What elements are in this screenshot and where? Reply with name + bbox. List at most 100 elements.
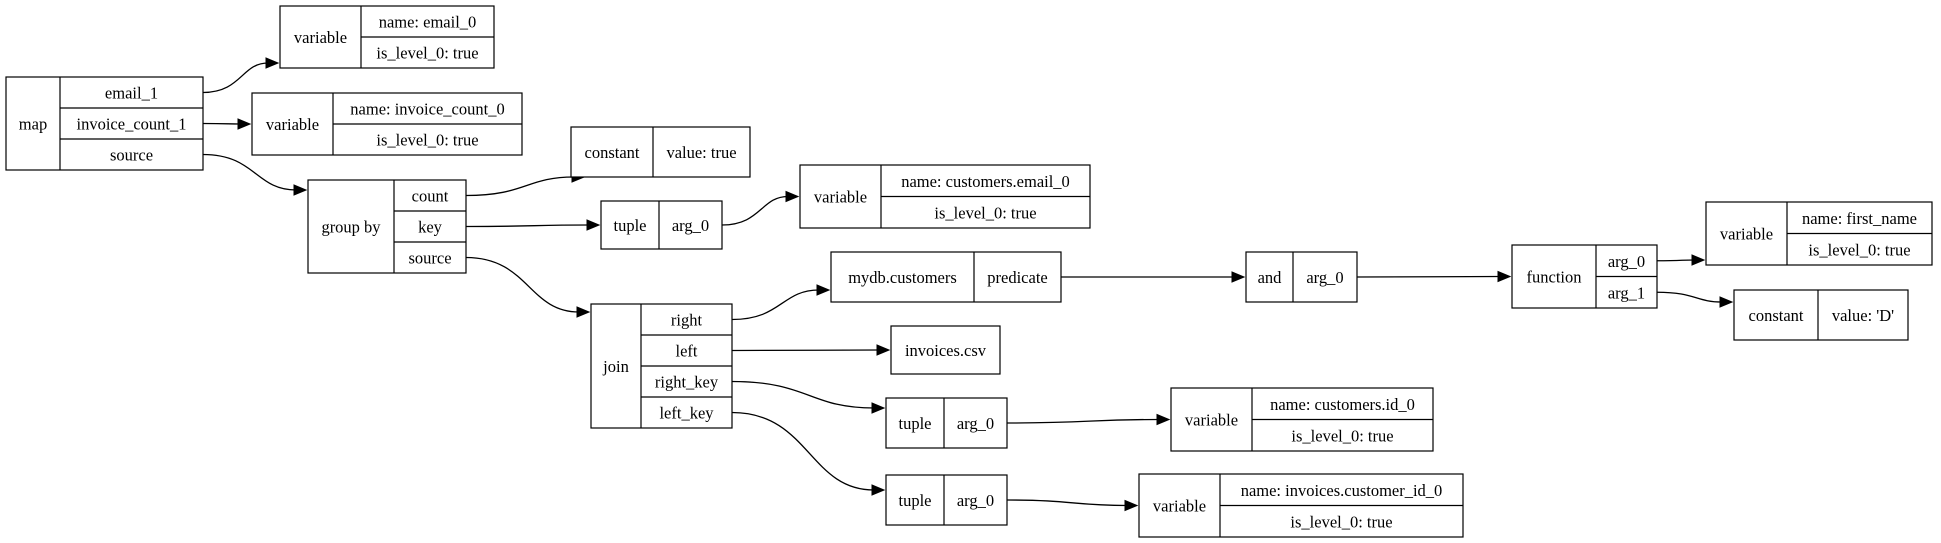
node-field: name: customers.email_0 [901,172,1070,191]
arrowhead [265,57,280,69]
node-tuple-right-key: tuple arg_0 [885,397,1008,449]
node-var-first-name: variable name: first_name is_level_0: true [1705,201,1933,266]
arrowhead [1497,270,1512,283]
node-field: arg_0 [957,491,994,510]
node-field: name: invoice_count_0 [350,100,504,119]
node-tuple-left-key: tuple arg_0 [885,474,1008,526]
arrowhead [1719,296,1734,308]
arrowhead [586,219,601,231]
node-field: name: first_name [1802,209,1917,228]
arrowhead [871,484,886,496]
edge-group-by-to-join [465,256,591,318]
edge-map-to-var-invoice-count-0 [202,118,252,130]
edge-map-to-group-by [202,153,308,196]
node-box [885,474,1008,526]
arrowhead [816,284,831,296]
arrowhead [293,184,308,196]
node-label: variable [1153,497,1206,516]
edge-join-to-invoices-csv [731,344,891,356]
node-field: source [408,249,451,268]
node-box [5,76,204,171]
edge-tuple-left-key-to-var-invoices-customer-id-0 [1006,499,1139,512]
node-field: arg_0 [672,216,709,235]
node-field: is_level_0: true [1808,240,1910,259]
edge-line [731,349,880,352]
edge-line [465,256,580,313]
node-label: variable [1185,411,1238,430]
node-box [1733,289,1909,341]
edge-line [1356,275,1501,278]
node-label: map [19,115,47,134]
node-box [830,251,1062,303]
node-label: mydb.customers [848,268,957,287]
arrowhead [576,306,591,318]
node-label: variable [266,115,319,134]
node-label: join [602,357,629,376]
node-field: predicate [987,268,1047,287]
node-field: is_level_0: true [1290,512,1392,531]
edge-and-to-function [1356,270,1512,283]
edge-line [202,122,241,125]
node-field: name: customers.id_0 [1270,395,1415,414]
node-field: is_level_0: true [934,203,1036,222]
edge-line [1656,291,1723,303]
node-label: group by [321,218,381,237]
edge-line [202,62,269,94]
arrowhead [876,344,891,356]
node-label: invoices.csv [905,341,987,360]
node-box [1245,251,1358,303]
edge-group-by-to-const-true [465,171,586,197]
edge-line [1656,259,1695,262]
node-join: join right left right_key left_key [590,303,733,429]
node-field: email_1 [105,84,158,103]
edge-tuple-key-to-var-customers-email-0 [721,190,800,226]
node-box [885,397,1008,449]
edge-line [731,380,875,409]
node-label: and [1258,268,1283,287]
node-label: variable [1720,225,1773,244]
node-label: tuple [899,414,932,433]
arrowhead [871,402,886,414]
node-field: arg_0 [1608,252,1645,271]
node-label: variable [294,28,347,47]
node-field: value: true [666,143,736,162]
node-field: left_key [659,404,714,423]
node-var-customers-email-0: variable name: customers.email_0 is_level_… [799,164,1091,229]
node-label: constant [1749,306,1804,325]
edge-group-by-to-tuple-key [465,219,601,231]
edge-join-to-mydb-customers [731,284,831,321]
node-field: is_level_0: true [376,44,478,63]
node-label: tuple [899,491,932,510]
node-field: name: email_0 [379,13,477,32]
edge-line [731,411,875,491]
edge-line [465,176,575,197]
edge-function-to-var-first-name [1656,254,1706,266]
node-var-email-0: variable name: email_0 is_level_0: true [279,5,495,69]
node-field: arg_0 [957,414,994,433]
node-box [600,200,723,250]
node-field: arg_0 [1306,268,1343,287]
node-label: variable [814,188,867,207]
edge-line [721,195,789,226]
node-const-D: constant value: 'D' [1733,289,1909,341]
node-field: value: 'D' [1832,306,1894,325]
node-invoices-csv: invoices.csv [890,325,1001,375]
edge-join-to-tuple-right-key [731,380,886,414]
node-field: source [110,146,153,165]
arrowhead [785,190,800,203]
edge-line [1006,499,1128,507]
node-field: left [676,342,698,361]
arrowhead [1231,271,1246,283]
node-field: right [671,311,703,330]
node-field: count [412,187,449,206]
node-field: invoice_count_1 [77,115,187,134]
node-field: right_key [655,373,719,392]
